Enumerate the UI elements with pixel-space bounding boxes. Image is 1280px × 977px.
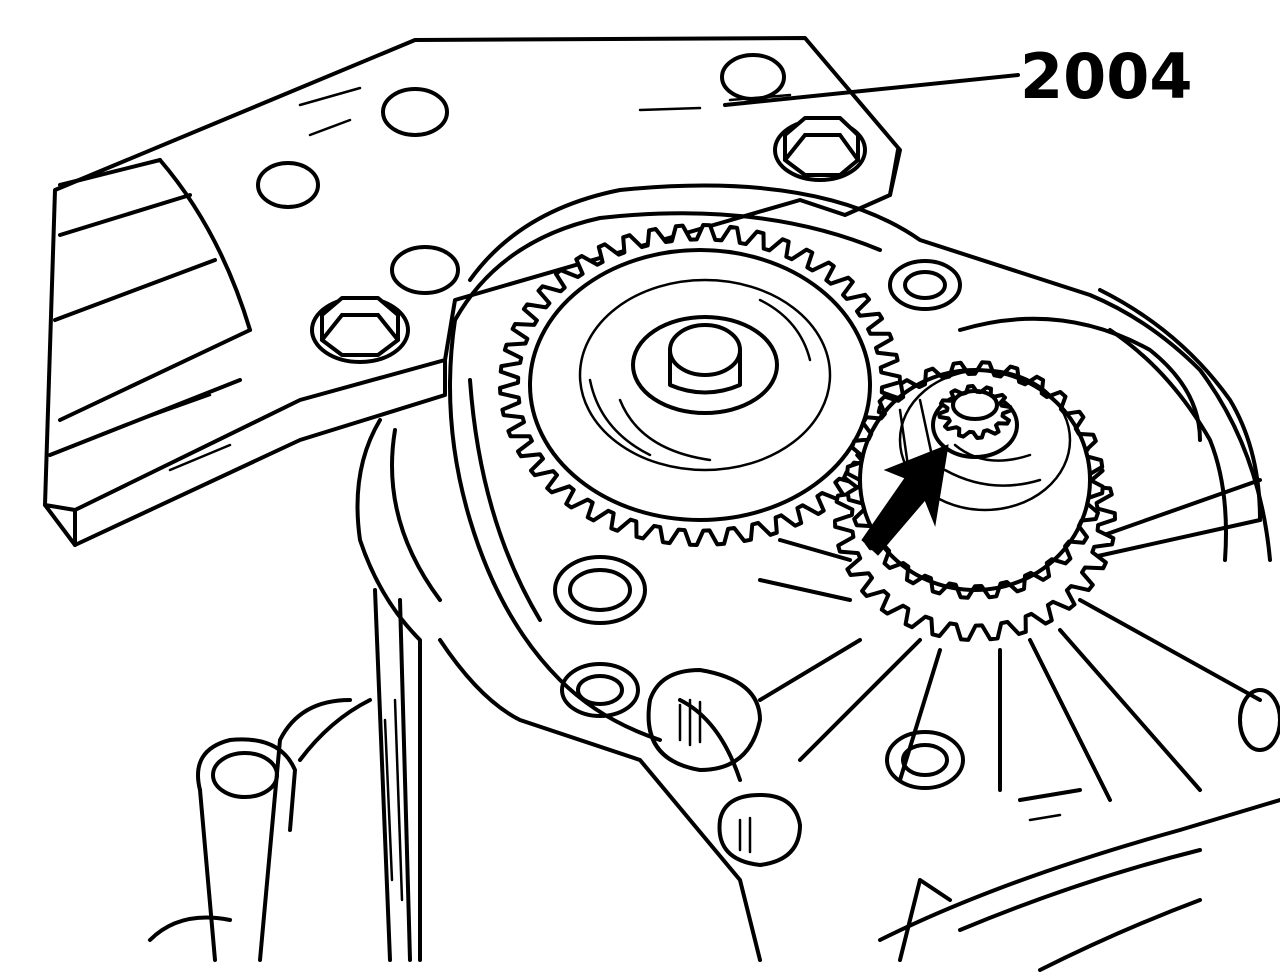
callout-label: 2004	[1020, 40, 1193, 113]
callout-leader-line	[723, 73, 1020, 107]
pointer-arrow	[861, 444, 949, 556]
gearbox-housing	[148, 183, 1280, 972]
housing-holes	[553, 259, 1280, 867]
callout-2004: 2004	[723, 40, 1193, 113]
bolt-upper-right	[773, 116, 867, 182]
bolt-left	[310, 296, 410, 364]
large-gear	[498, 223, 902, 547]
gear-cluster	[833, 316, 1202, 642]
